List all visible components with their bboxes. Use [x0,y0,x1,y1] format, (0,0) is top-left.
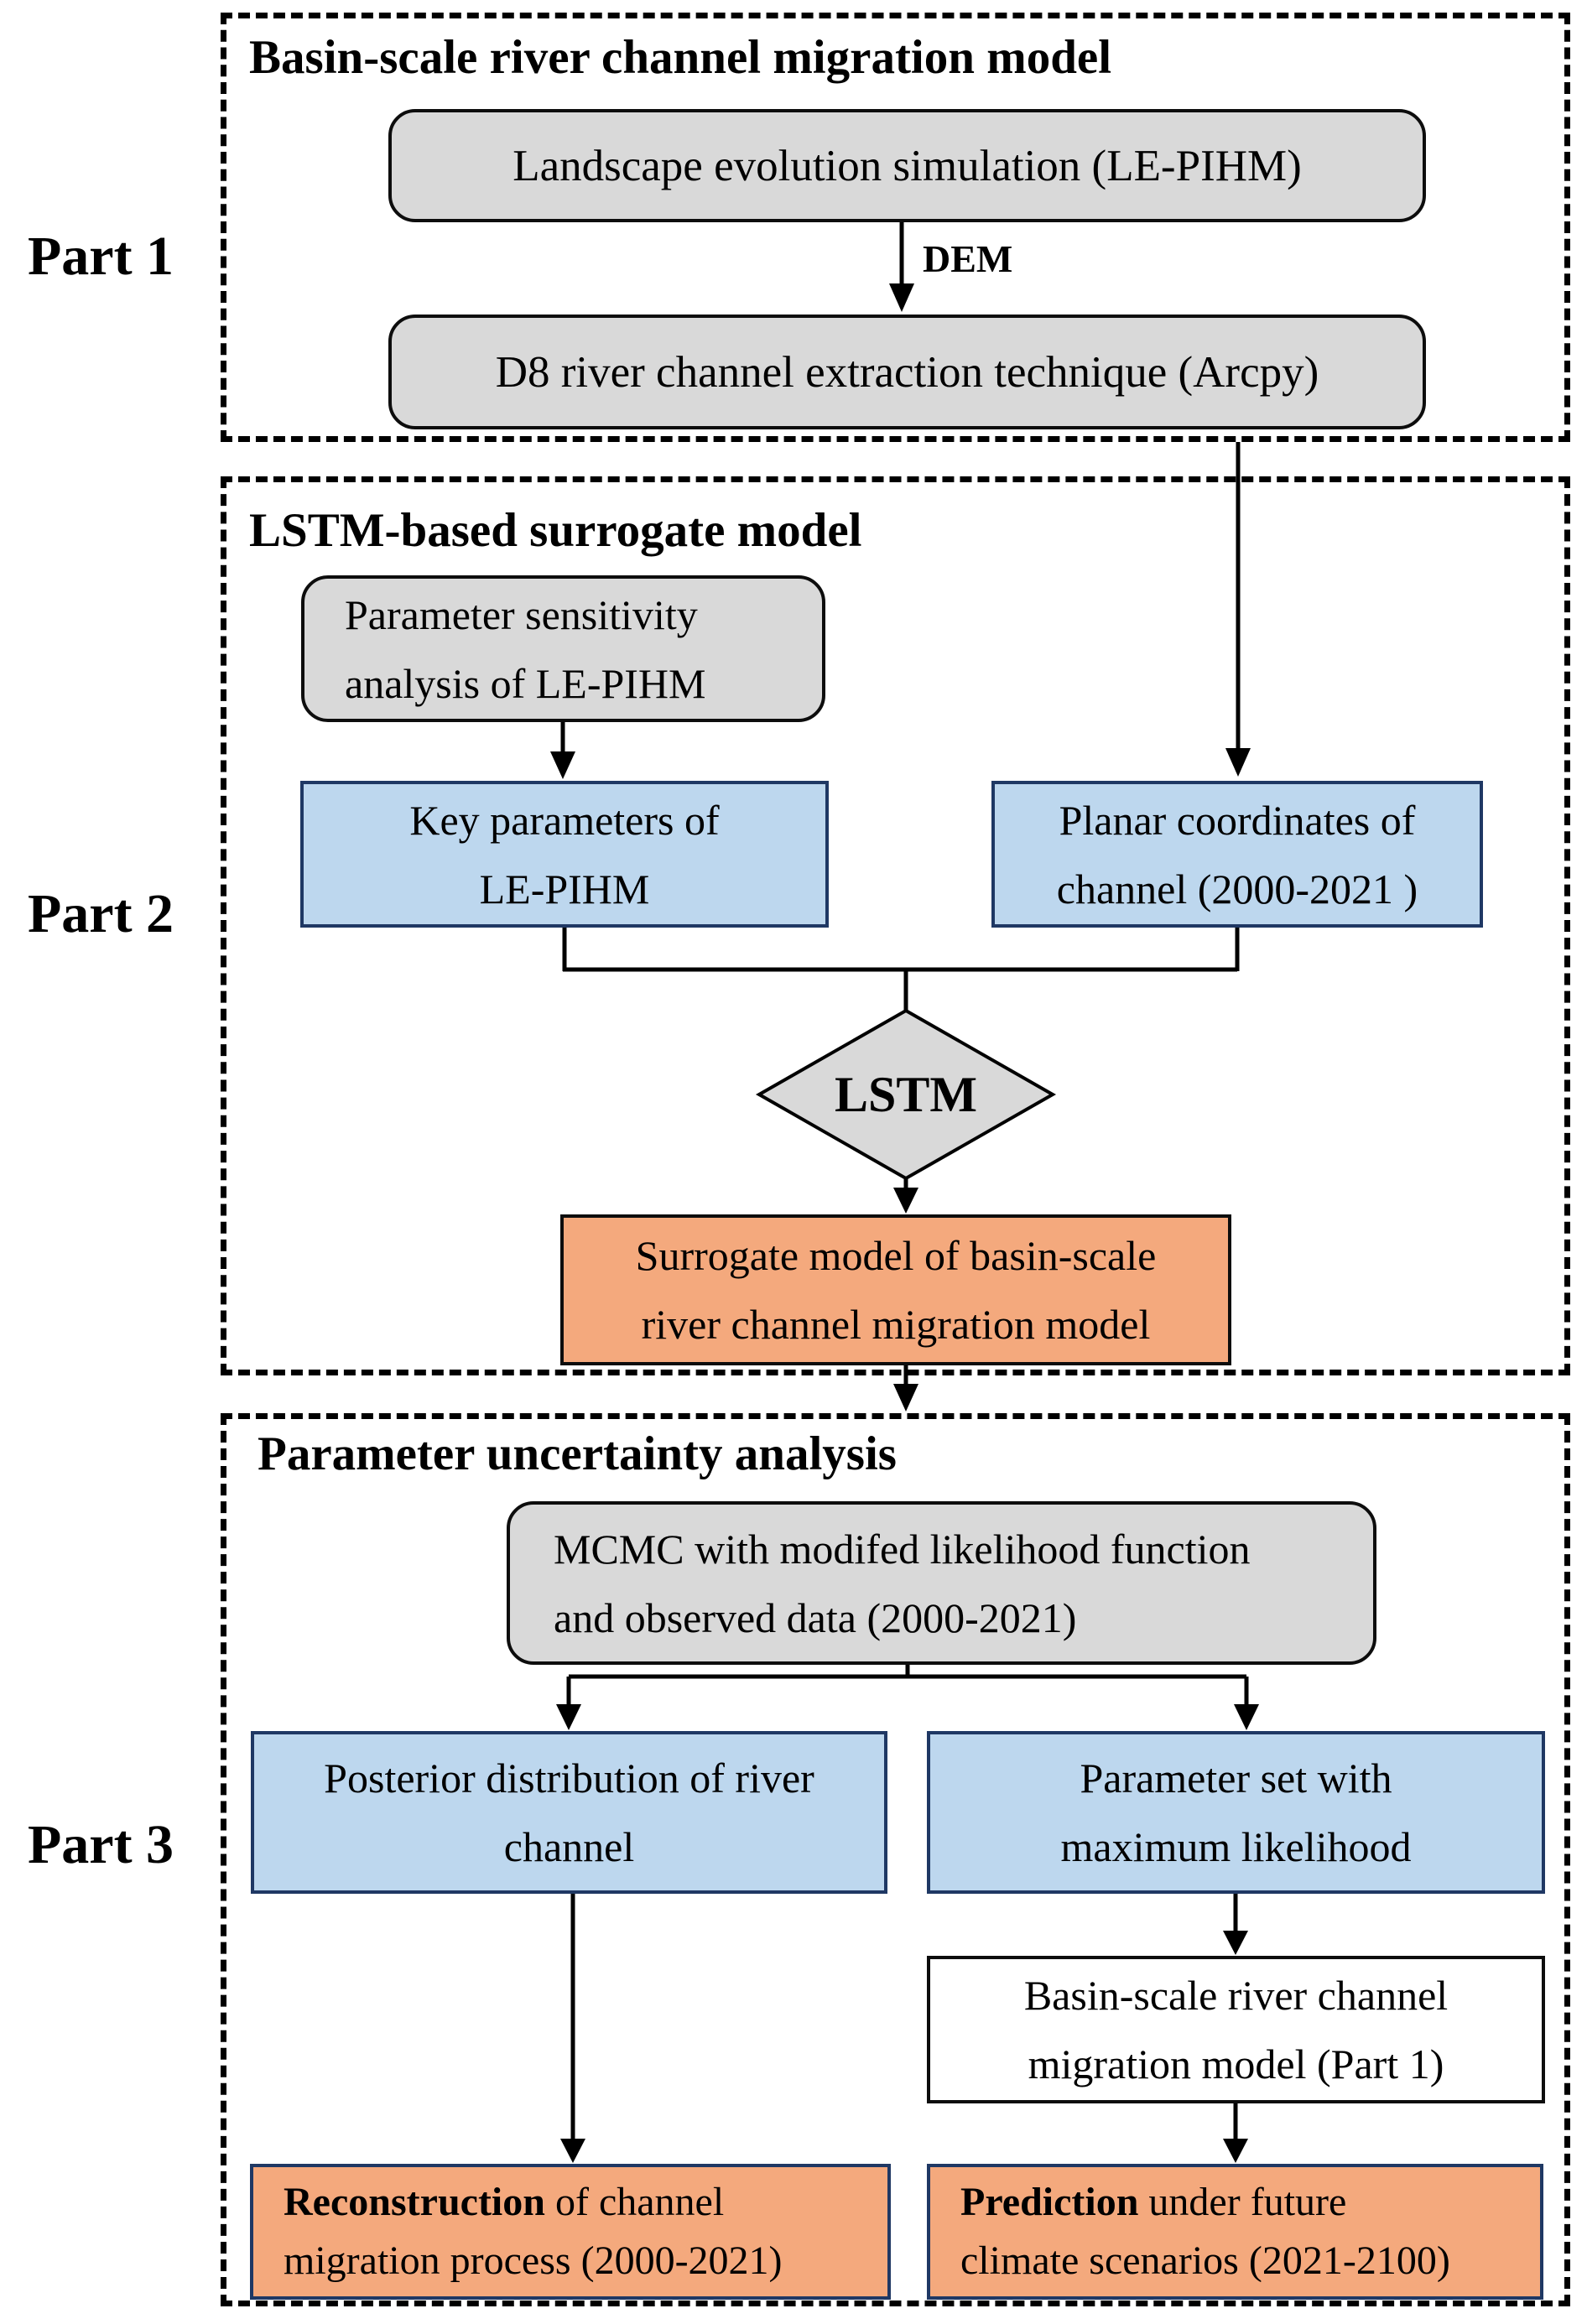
part2-label: Part 2 [27,883,174,944]
arrowhead-planar [1225,748,1251,777]
arrowhead-posterior [556,1704,581,1730]
part1-label: Part 1 [27,226,174,287]
arrowhead-reconstruction [560,2139,585,2163]
node-posterior-distribution: Posterior distribution of river channel [251,1731,887,1894]
part1-container [221,13,1570,442]
node-basin-model-part1: Basin-scale river channel migration mode… [927,1956,1545,2103]
arrowhead-part3-entry [893,1384,918,1412]
node-mcmc: MCMC with modifed likelihood function an… [507,1501,1376,1665]
dem-edge-label: DEM [923,237,1013,280]
part3-label: Part 3 [27,1814,174,1875]
node-key-parameters: Key parameters of LE-PIHM [300,781,829,928]
arrowhead-paramset [1234,1704,1259,1730]
part3-container [221,1413,1570,2306]
part3-title: Parameter uncertainty analysis [258,1427,897,1480]
lstm-diamond-shape [755,1008,1057,1181]
lstm-diamond-text: LSTM [834,1066,978,1122]
node-d8-extraction: D8 river channel extraction technique (A… [388,315,1426,429]
arrowhead-basinmodel [1223,1931,1248,1955]
node-planar-coordinates: Planar coordinates of channel (2000-2021… [991,781,1483,928]
arrowhead-keyparams [550,751,575,779]
part2-title: LSTM-based surrogate model [249,504,862,557]
arrowhead-dem [889,283,914,312]
node-prediction: Prediction under future climate scenario… [927,2164,1543,2300]
part2-container [221,476,1570,1375]
part1-title: Basin-scale river channel migration mode… [249,31,1112,84]
node-surrogate-model: Surrogate model of basin-scale river cha… [560,1214,1231,1365]
node-landscape-evolution: Landscape evolution simulation (LE-PIHM) [388,109,1426,222]
arrowhead-prediction [1223,2139,1248,2163]
arrowhead-surrogate [893,1188,918,1214]
node-parameter-set: Parameter set with maximum likelihood [927,1731,1545,1894]
node-parameter-sensitivity: Parameter sensitivity analysis of LE-PIH… [301,575,825,722]
node-reconstruction: Reconstruction of channel migration proc… [250,2164,891,2300]
